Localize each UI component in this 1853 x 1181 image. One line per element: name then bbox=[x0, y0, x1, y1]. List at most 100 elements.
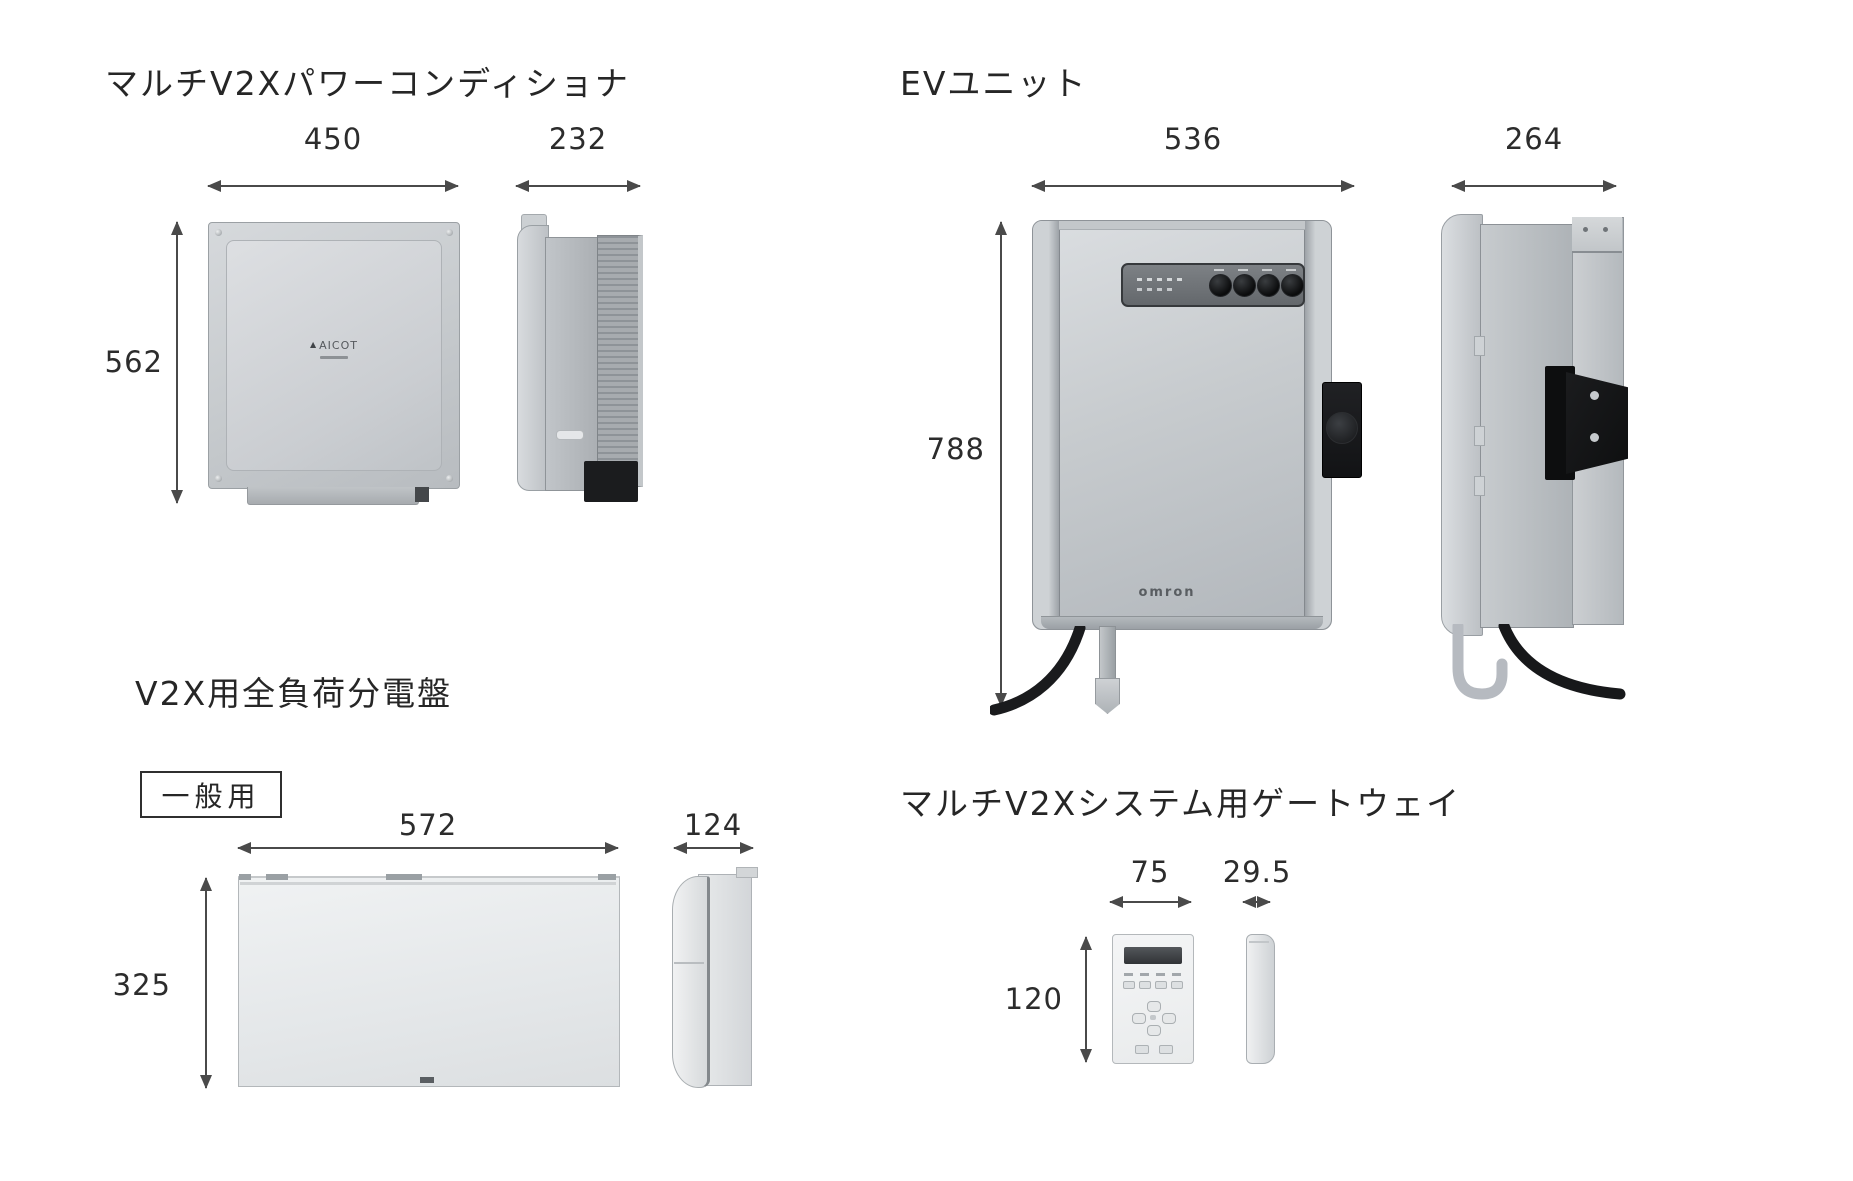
gateway-label-mark bbox=[1172, 973, 1181, 976]
nav-left-button bbox=[1132, 1013, 1146, 1024]
round-button-icon bbox=[1209, 274, 1232, 297]
bracket-screw-icon bbox=[1590, 433, 1599, 442]
corner-screw-icon bbox=[215, 229, 222, 236]
ev-side-back-cap bbox=[1572, 217, 1622, 253]
ev-front-cable-graphic bbox=[990, 626, 1086, 716]
pc-side-front-cover bbox=[517, 225, 549, 491]
pc-side-bottom-connector bbox=[584, 461, 638, 502]
ev-depth-arrow bbox=[1451, 180, 1617, 192]
round-button-icon bbox=[1233, 274, 1256, 297]
board-height-arrow bbox=[200, 877, 212, 1089]
ev-control-panel bbox=[1121, 263, 1305, 307]
ev-side-hook-graphic bbox=[1452, 624, 1508, 700]
pc-side-heatsink-fins bbox=[597, 235, 643, 487]
gateway-depth-label: 29.5 bbox=[1222, 855, 1292, 889]
corner-screw-icon bbox=[446, 475, 453, 482]
pc-width-arrow bbox=[207, 180, 459, 192]
button-label-mark bbox=[1262, 269, 1272, 271]
ev-side-clip bbox=[1474, 476, 1485, 496]
power-conditioner-front-image: ▲AICOT bbox=[208, 222, 460, 489]
board-width-label: 572 bbox=[398, 808, 458, 842]
round-button-icon bbox=[1281, 274, 1304, 297]
gateway-depth-arrow bbox=[1242, 896, 1271, 908]
pc-side-label-plate bbox=[556, 430, 584, 440]
button-label-mark bbox=[1286, 269, 1296, 271]
ev-side-connector-bracket-plate bbox=[1566, 372, 1628, 474]
nav-center-button bbox=[1150, 1015, 1156, 1020]
nav-up-button bbox=[1147, 1001, 1161, 1012]
indicator-lights-row bbox=[1137, 278, 1185, 281]
ev-side-clip bbox=[1474, 426, 1485, 446]
board-height-label: 325 bbox=[112, 968, 171, 1002]
corner-screw-icon bbox=[446, 229, 453, 236]
pc-front-inner-panel bbox=[226, 240, 442, 471]
board-side-seam bbox=[674, 962, 704, 964]
ev-height-label: 788 bbox=[926, 432, 985, 466]
board-top-clip bbox=[598, 874, 616, 880]
gateway-label-mark bbox=[1124, 973, 1133, 976]
gateway-side-notch bbox=[1249, 941, 1269, 943]
board-depth-label: 124 bbox=[683, 808, 743, 842]
indicator-lights-row bbox=[1137, 288, 1177, 291]
gateway-height-label: 120 bbox=[1004, 982, 1063, 1016]
corner-screw-icon bbox=[215, 475, 222, 482]
gateway-display bbox=[1124, 947, 1182, 964]
ev-width-arrow bbox=[1031, 180, 1355, 192]
ev-depth-label: 264 bbox=[1504, 122, 1564, 156]
gateway-small-button bbox=[1155, 981, 1167, 989]
gateway-label-mark bbox=[1140, 973, 1149, 976]
gateway-width-arrow bbox=[1109, 896, 1192, 908]
pc-depth-arrow bbox=[515, 180, 641, 192]
gateway-bottom-button bbox=[1159, 1045, 1173, 1054]
nav-right-button bbox=[1162, 1013, 1176, 1024]
gateway-small-button bbox=[1171, 981, 1183, 989]
pc-logo-subline bbox=[320, 356, 348, 359]
distribution-board-title: V2X用全負荷分電盤 bbox=[135, 674, 453, 713]
ev-front-left-pillar bbox=[1033, 221, 1060, 629]
ev-unit-front-image: omron bbox=[1032, 220, 1332, 630]
ev-brand-logo: omron bbox=[1138, 585, 1196, 600]
board-top-clip bbox=[239, 874, 251, 880]
button-label-mark bbox=[1238, 269, 1248, 271]
round-button-icon bbox=[1257, 274, 1280, 297]
ev-front-bottom-cap bbox=[1041, 616, 1323, 629]
button-label-mark bbox=[1214, 269, 1224, 271]
nav-down-button bbox=[1147, 1025, 1161, 1036]
ev-side-clip bbox=[1474, 336, 1485, 356]
pc-height-arrow bbox=[171, 221, 183, 504]
screw-icon bbox=[1603, 227, 1608, 232]
brand-mark-icon: ▲ bbox=[310, 340, 318, 349]
board-side-top-tab bbox=[736, 867, 758, 878]
board-depth-arrow bbox=[673, 842, 754, 854]
gateway-small-button bbox=[1139, 981, 1151, 989]
pc-brand-logo-text: AICOT bbox=[319, 339, 358, 352]
board-top-clip bbox=[386, 874, 422, 880]
gateway-label-mark bbox=[1156, 973, 1165, 976]
pc-brand-logo: ▲AICOT bbox=[209, 339, 459, 359]
pc-depth-label: 232 bbox=[548, 122, 608, 156]
ev-charge-connector-socket bbox=[1326, 412, 1358, 444]
ev-front-top-cap bbox=[1059, 221, 1305, 230]
ev-unit-title: EVユニット bbox=[900, 64, 1088, 103]
board-top-clip bbox=[266, 874, 288, 880]
gateway-front-image bbox=[1112, 934, 1194, 1064]
board-bottom-latch bbox=[420, 1077, 434, 1083]
pc-height-label: 562 bbox=[104, 345, 163, 379]
board-width-arrow bbox=[237, 842, 619, 854]
screw-icon bbox=[1583, 227, 1588, 232]
gateway-side-image bbox=[1246, 934, 1275, 1064]
power-conditioner-title: マルチV2Xパワーコンディショナ bbox=[105, 64, 630, 103]
pc-width-label: 450 bbox=[303, 122, 363, 156]
ev-side-cable-graphic bbox=[1498, 624, 1626, 700]
ev-width-label: 536 bbox=[1163, 122, 1223, 156]
gateway-title: マルチV2Xシステム用ゲートウェイ bbox=[900, 784, 1462, 823]
distribution-board-front-image bbox=[238, 876, 620, 1087]
general-use-badge: 一般用 bbox=[140, 771, 282, 818]
bracket-screw-icon bbox=[1590, 391, 1599, 400]
gateway-width-label: 75 bbox=[1130, 855, 1170, 889]
